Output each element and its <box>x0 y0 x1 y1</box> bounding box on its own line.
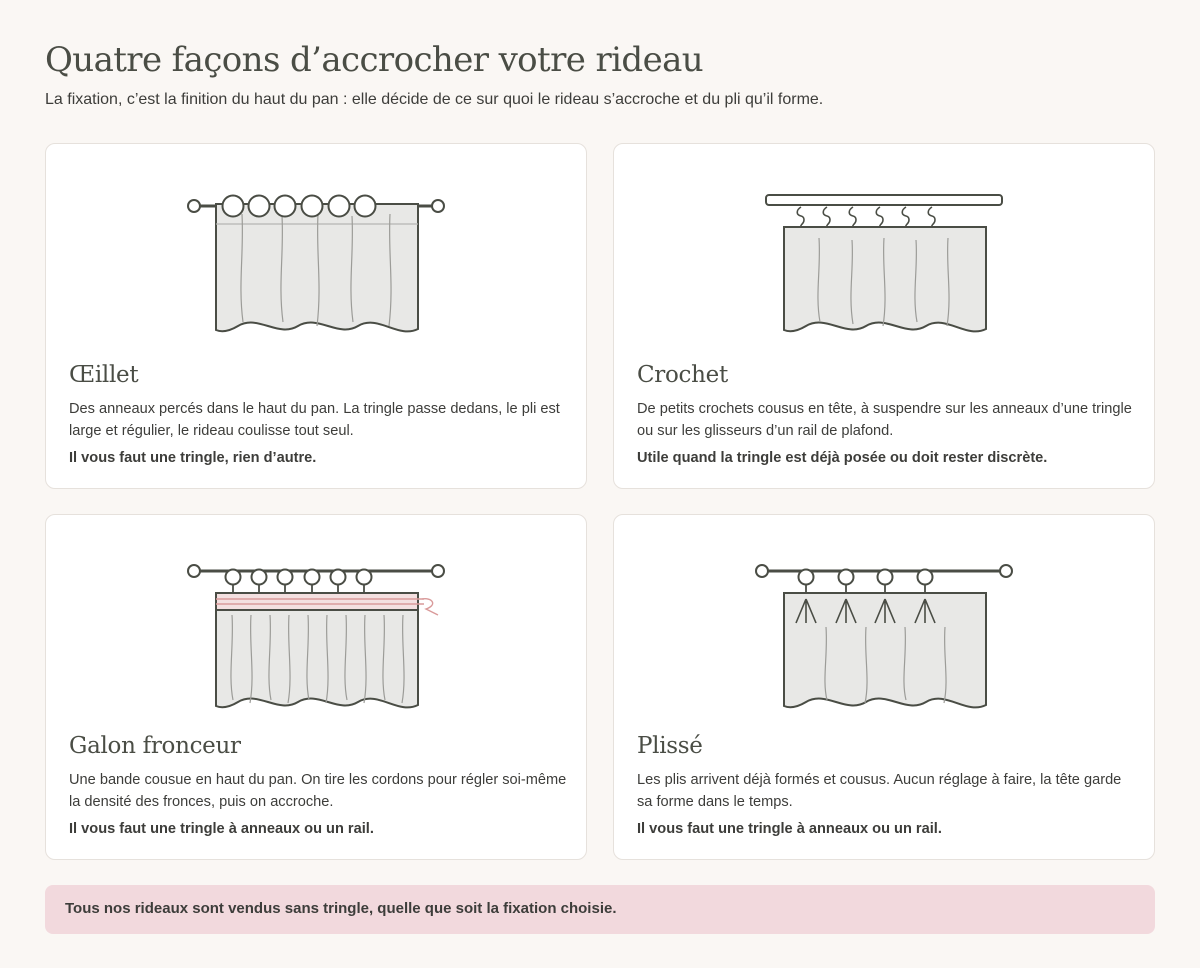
card-title: Galon fronceur <box>69 733 241 759</box>
card-description: Une bande cousue en haut du pan. On tire… <box>69 772 567 810</box>
card-note: Il vous faut une tringle à anneaux ou un… <box>69 821 374 837</box>
page-subtitle: La fixation, c’est la finition du haut d… <box>45 91 824 108</box>
card-oeillet: Œillet Des anneaux percés dans le haut d… <box>45 143 587 489</box>
page-title: Quatre façons d’accrocher votre rideau <box>45 40 704 80</box>
pleated-curtain-icon <box>755 564 1013 709</box>
card-title: Crochet <box>637 362 728 388</box>
card-note: Il vous faut une tringle, rien d’autre. <box>69 450 317 466</box>
card-title: Œillet <box>69 362 139 388</box>
hook-curtain-icon <box>765 194 1003 333</box>
info-banner-text: Tous nos rideaux sont vendus sans tringl… <box>65 900 617 917</box>
info-banner: Tous nos rideaux sont vendus sans tringl… <box>45 885 1155 934</box>
card-note: Utile quand la tringle est déjà posée ou… <box>637 450 1048 466</box>
card-description: Des anneaux percés dans le haut du pan. … <box>69 401 560 439</box>
card-description: De petits crochets cousus en tête, à sus… <box>637 401 1132 439</box>
card-note: Il vous faut une tringle à anneaux ou un… <box>637 821 942 837</box>
card-galon-fronceur: Galon fronceur Une bande cousue en haut … <box>45 514 587 860</box>
eyelet-curtain-icon <box>187 194 445 333</box>
card-description: Les plis arrivent déjà formés et cousus.… <box>637 772 1122 810</box>
card-crochet: Crochet De petits crochets cousus en têt… <box>613 143 1155 489</box>
card-plisse: Plissé Les plis arrivent déjà formés et … <box>613 514 1155 860</box>
gather-tape-curtain-icon <box>187 564 445 709</box>
card-title: Plissé <box>637 733 703 759</box>
